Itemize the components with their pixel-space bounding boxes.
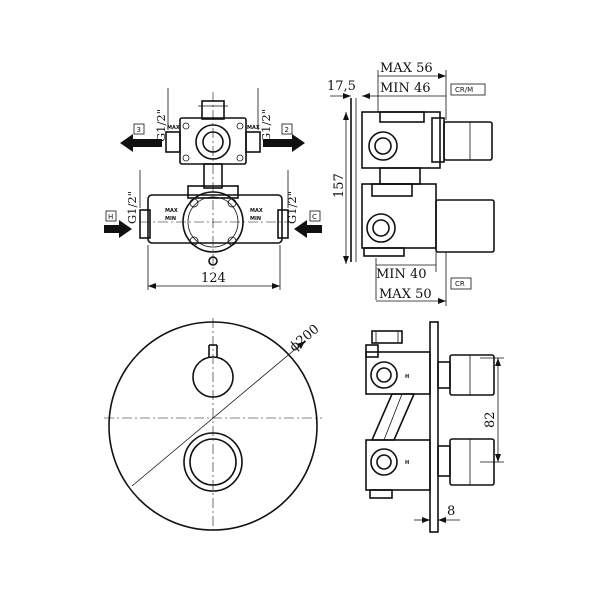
label-max-top-right: MAX [247,125,260,131]
finish-crm-label: CR/M [455,86,473,94]
dimension-82: 82 [483,411,498,428]
thread-annotations: G1/2" G1/2" G1/2" G1/2" 3 2 H C [104,88,322,238]
outlet-2-arrow-icon [263,134,305,152]
label-max-left: MAX [165,208,178,214]
dimension-124: 124 [147,245,281,290]
dimension-124-label: 124 [201,271,226,286]
thread-label-top-left: G1/2" [154,109,168,142]
finish-cr-label: CR [455,280,465,288]
outlet-3-arrow-icon [120,134,162,152]
dimension-157: 157 [332,173,347,198]
label-min-left: MIN [165,216,176,222]
inlet-c-badge [309,210,321,222]
cover-plate-front-view: ϕ200 [104,318,322,534]
finish-crm-box [450,83,486,96]
inlet-h-arrow-icon [104,220,132,238]
outlet-2-badge [281,123,293,135]
assembled-side-view: H H 82 8 [365,321,504,533]
side-view-dimensions: MAX 56 17,5 MIN 46 CR/M 157 MIN 40 MAX 5… [327,61,486,306]
dimension-max-50: MAX 50 [379,287,432,302]
dimension-17-5: 17,5 [327,79,356,94]
inlet-c-arrow-icon [294,220,322,238]
thread-label-bottom-right: G1/2" [285,191,299,224]
thread-label-top-right: G1/2" [259,109,273,142]
dimension-min-46: MIN 46 [380,81,431,96]
dimension-8: 8 [447,504,455,519]
outlet-3-label: 3 [137,126,141,134]
dimension-min-40: MIN 40 [376,267,427,282]
outlet-3-badge [133,123,145,135]
label-min-right: MIN [250,216,261,222]
inlet-h-label: H [108,213,113,221]
letter-h-bottom: H [405,460,409,466]
label-max-top-left: MAX [167,125,180,131]
outlet-2-label: 2 [285,126,289,134]
inlet-h-badge [105,210,117,222]
label-max-right: MAX [250,208,263,214]
dimension-diameter-200: ϕ200 [287,322,322,355]
dimension-max-56: MAX 56 [380,61,433,76]
finish-cr-box [450,277,472,290]
thread-label-bottom-left: G1/2" [125,191,139,224]
valve-front-view: MAX MAX MAX MIN MAX MIN [139,92,290,270]
valve-side-view [350,98,495,262]
inlet-c-label: C [312,213,317,221]
letter-h-top: H [405,374,409,380]
